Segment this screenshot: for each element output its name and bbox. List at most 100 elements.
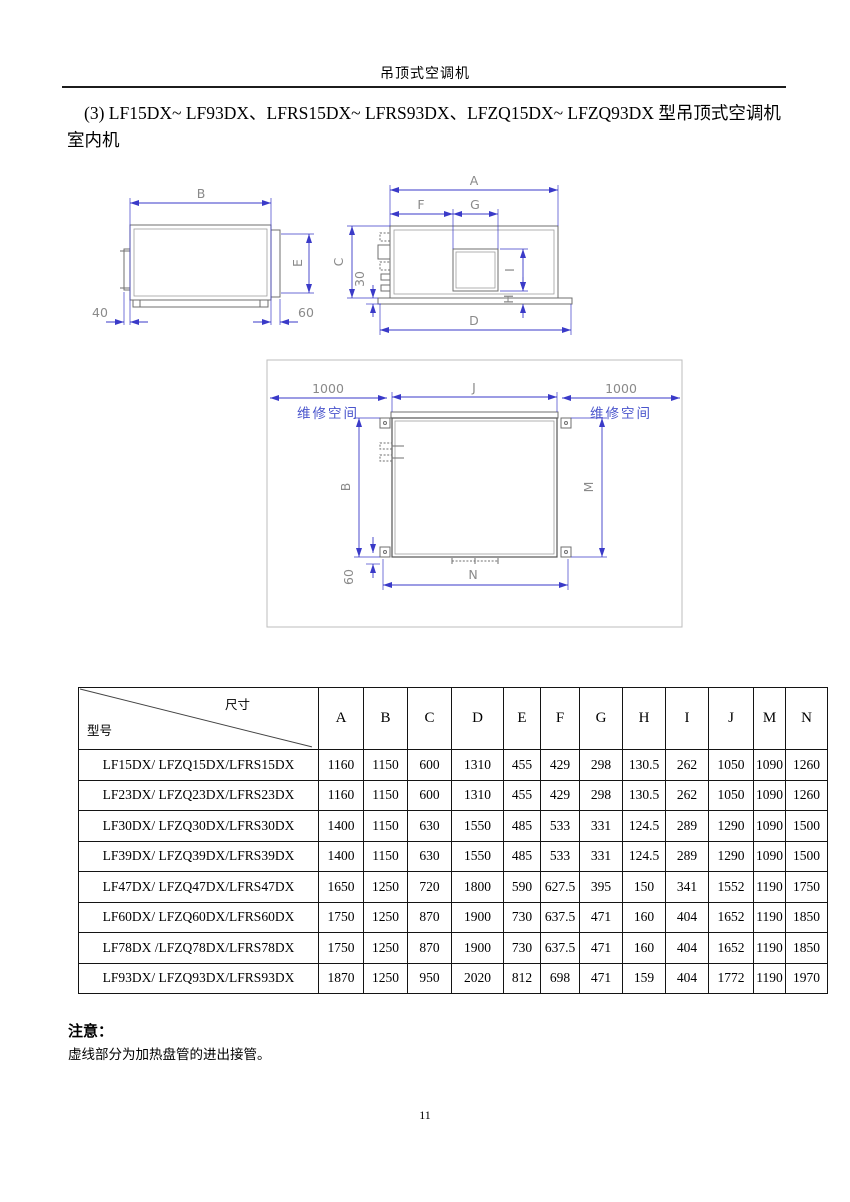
dim-cell: 1260 bbox=[785, 779, 828, 811]
col-header: B bbox=[363, 687, 408, 750]
col-header: F bbox=[540, 687, 580, 750]
col-header: H bbox=[622, 687, 666, 750]
dim-cell: 1260 bbox=[785, 749, 828, 781]
dim-cell: 262 bbox=[665, 749, 709, 781]
page-number: 11 bbox=[419, 1108, 431, 1122]
heating-pipe-stub-dashed bbox=[379, 261, 391, 271]
dim-cell: 404 bbox=[665, 932, 709, 964]
heating-pipe-connections bbox=[379, 442, 404, 462]
dim-label-i: I bbox=[502, 268, 517, 272]
dimension-diagrams: B E 40 60 bbox=[92, 173, 683, 628]
dim-cell: 471 bbox=[579, 932, 623, 964]
model-cell: LF23DX/ LFZQ23DX/LFRS23DX bbox=[78, 779, 319, 811]
dim-cell: 262 bbox=[665, 779, 709, 811]
col-header: C bbox=[407, 687, 452, 750]
col-header: N bbox=[785, 687, 828, 750]
dim-cell: 2020 bbox=[451, 962, 504, 994]
dim-cell: 730 bbox=[503, 901, 541, 933]
dim-cell: 1290 bbox=[708, 810, 754, 842]
col-header: J bbox=[708, 687, 754, 750]
dim-label-40: 40 bbox=[92, 305, 108, 320]
dim-cell: 471 bbox=[579, 901, 623, 933]
dim-cell: 1850 bbox=[785, 901, 828, 933]
dim-cell: 1090 bbox=[753, 779, 786, 811]
service-space-left-label: 维修空间 bbox=[297, 406, 359, 422]
col-header: M bbox=[753, 687, 786, 750]
side-view-diagram: B E 40 60 bbox=[92, 186, 314, 325]
dim-cell: 630 bbox=[407, 810, 452, 842]
dim-cell: 331 bbox=[579, 840, 623, 872]
table-corner-cell: 尺寸 型号 bbox=[78, 687, 319, 750]
dim-cell: 1190 bbox=[753, 871, 786, 903]
dim-cell: 130.5 bbox=[622, 749, 666, 781]
col-header: D bbox=[451, 687, 504, 750]
note-body: 虚线部分为加热盘管的进出接管。 bbox=[68, 1047, 271, 1062]
section-heading-line2: 室内机 bbox=[67, 130, 120, 150]
dim-cell: 630 bbox=[407, 840, 452, 872]
dim-cell: 298 bbox=[579, 749, 623, 781]
dim-label-f: F bbox=[417, 197, 424, 212]
dim-cell: 590 bbox=[503, 871, 541, 903]
model-cell: LF47DX/ LFZQ47DX/LFRS47DX bbox=[78, 871, 319, 903]
dim-cell: 455 bbox=[503, 749, 541, 781]
dim-label-c: C bbox=[331, 257, 346, 266]
dim-cell: 1500 bbox=[785, 840, 828, 872]
dim-cell: 341 bbox=[665, 871, 709, 903]
corner-label-model: 型号 bbox=[87, 724, 113, 738]
dim-cell: 1650 bbox=[318, 871, 364, 903]
dim-cell: 533 bbox=[540, 810, 580, 842]
col-header: G bbox=[579, 687, 623, 750]
dim-label-b-plan: B bbox=[338, 483, 353, 492]
dim-cell: 1550 bbox=[451, 810, 504, 842]
header-divider bbox=[62, 86, 786, 88]
dim-cell: 533 bbox=[540, 840, 580, 872]
dim-cell: 1850 bbox=[785, 932, 828, 964]
dim-cell: 160 bbox=[622, 901, 666, 933]
drain-connection bbox=[451, 558, 499, 564]
dim-cell: 1800 bbox=[451, 871, 504, 903]
dim-cell: 730 bbox=[503, 932, 541, 964]
dim-cell: 1090 bbox=[753, 810, 786, 842]
dim-cell: 637.5 bbox=[540, 932, 580, 964]
dim-cell: 404 bbox=[665, 962, 709, 994]
dim-cell: 404 bbox=[665, 901, 709, 933]
dim-cell: 1400 bbox=[318, 840, 364, 872]
dim-label-30: 30 bbox=[352, 271, 367, 287]
dim-cell: 1160 bbox=[318, 779, 364, 811]
dim-cell: 1750 bbox=[318, 901, 364, 933]
dim-cell: 1160 bbox=[318, 749, 364, 781]
dim-cell: 159 bbox=[622, 962, 666, 994]
dim-cell: 331 bbox=[579, 810, 623, 842]
dim-cell: 429 bbox=[540, 779, 580, 811]
dim-label-b-side: B bbox=[197, 186, 206, 201]
dim-cell: 1090 bbox=[753, 840, 786, 872]
dim-cell: 1310 bbox=[451, 749, 504, 781]
dim-cell: 1550 bbox=[451, 840, 504, 872]
note-title: 注意： bbox=[68, 1024, 114, 1040]
dim-cell: 1290 bbox=[708, 840, 754, 872]
model-cell: LF60DX/ LFZQ60DX/LFRS60DX bbox=[78, 901, 319, 933]
dim-cell: 1250 bbox=[363, 871, 408, 903]
dim-cell: 1310 bbox=[451, 779, 504, 811]
dim-cell: 429 bbox=[540, 749, 580, 781]
dim-cell: 289 bbox=[665, 810, 709, 842]
dim-label-m: M bbox=[581, 482, 596, 493]
dim-cell: 1190 bbox=[753, 901, 786, 933]
dim-cell: 124.5 bbox=[622, 810, 666, 842]
dim-cell: 1150 bbox=[363, 840, 408, 872]
dim-cell: 1190 bbox=[753, 932, 786, 964]
dim-cell: 130.5 bbox=[622, 779, 666, 811]
dim-cell: 720 bbox=[407, 871, 452, 903]
model-cell: LF39DX/ LFZQ39DX/LFRS39DX bbox=[78, 840, 319, 872]
model-cell: LF78DX /LFZQ78DX/LFRS78DX bbox=[78, 932, 319, 964]
service-space-right-label: 维修空间 bbox=[590, 406, 652, 422]
dim-cell: 600 bbox=[407, 749, 452, 781]
dim-cell: 485 bbox=[503, 840, 541, 872]
dim-label-a: A bbox=[470, 173, 479, 188]
dim-cell: 471 bbox=[579, 962, 623, 994]
dim-cell: 1652 bbox=[708, 932, 754, 964]
